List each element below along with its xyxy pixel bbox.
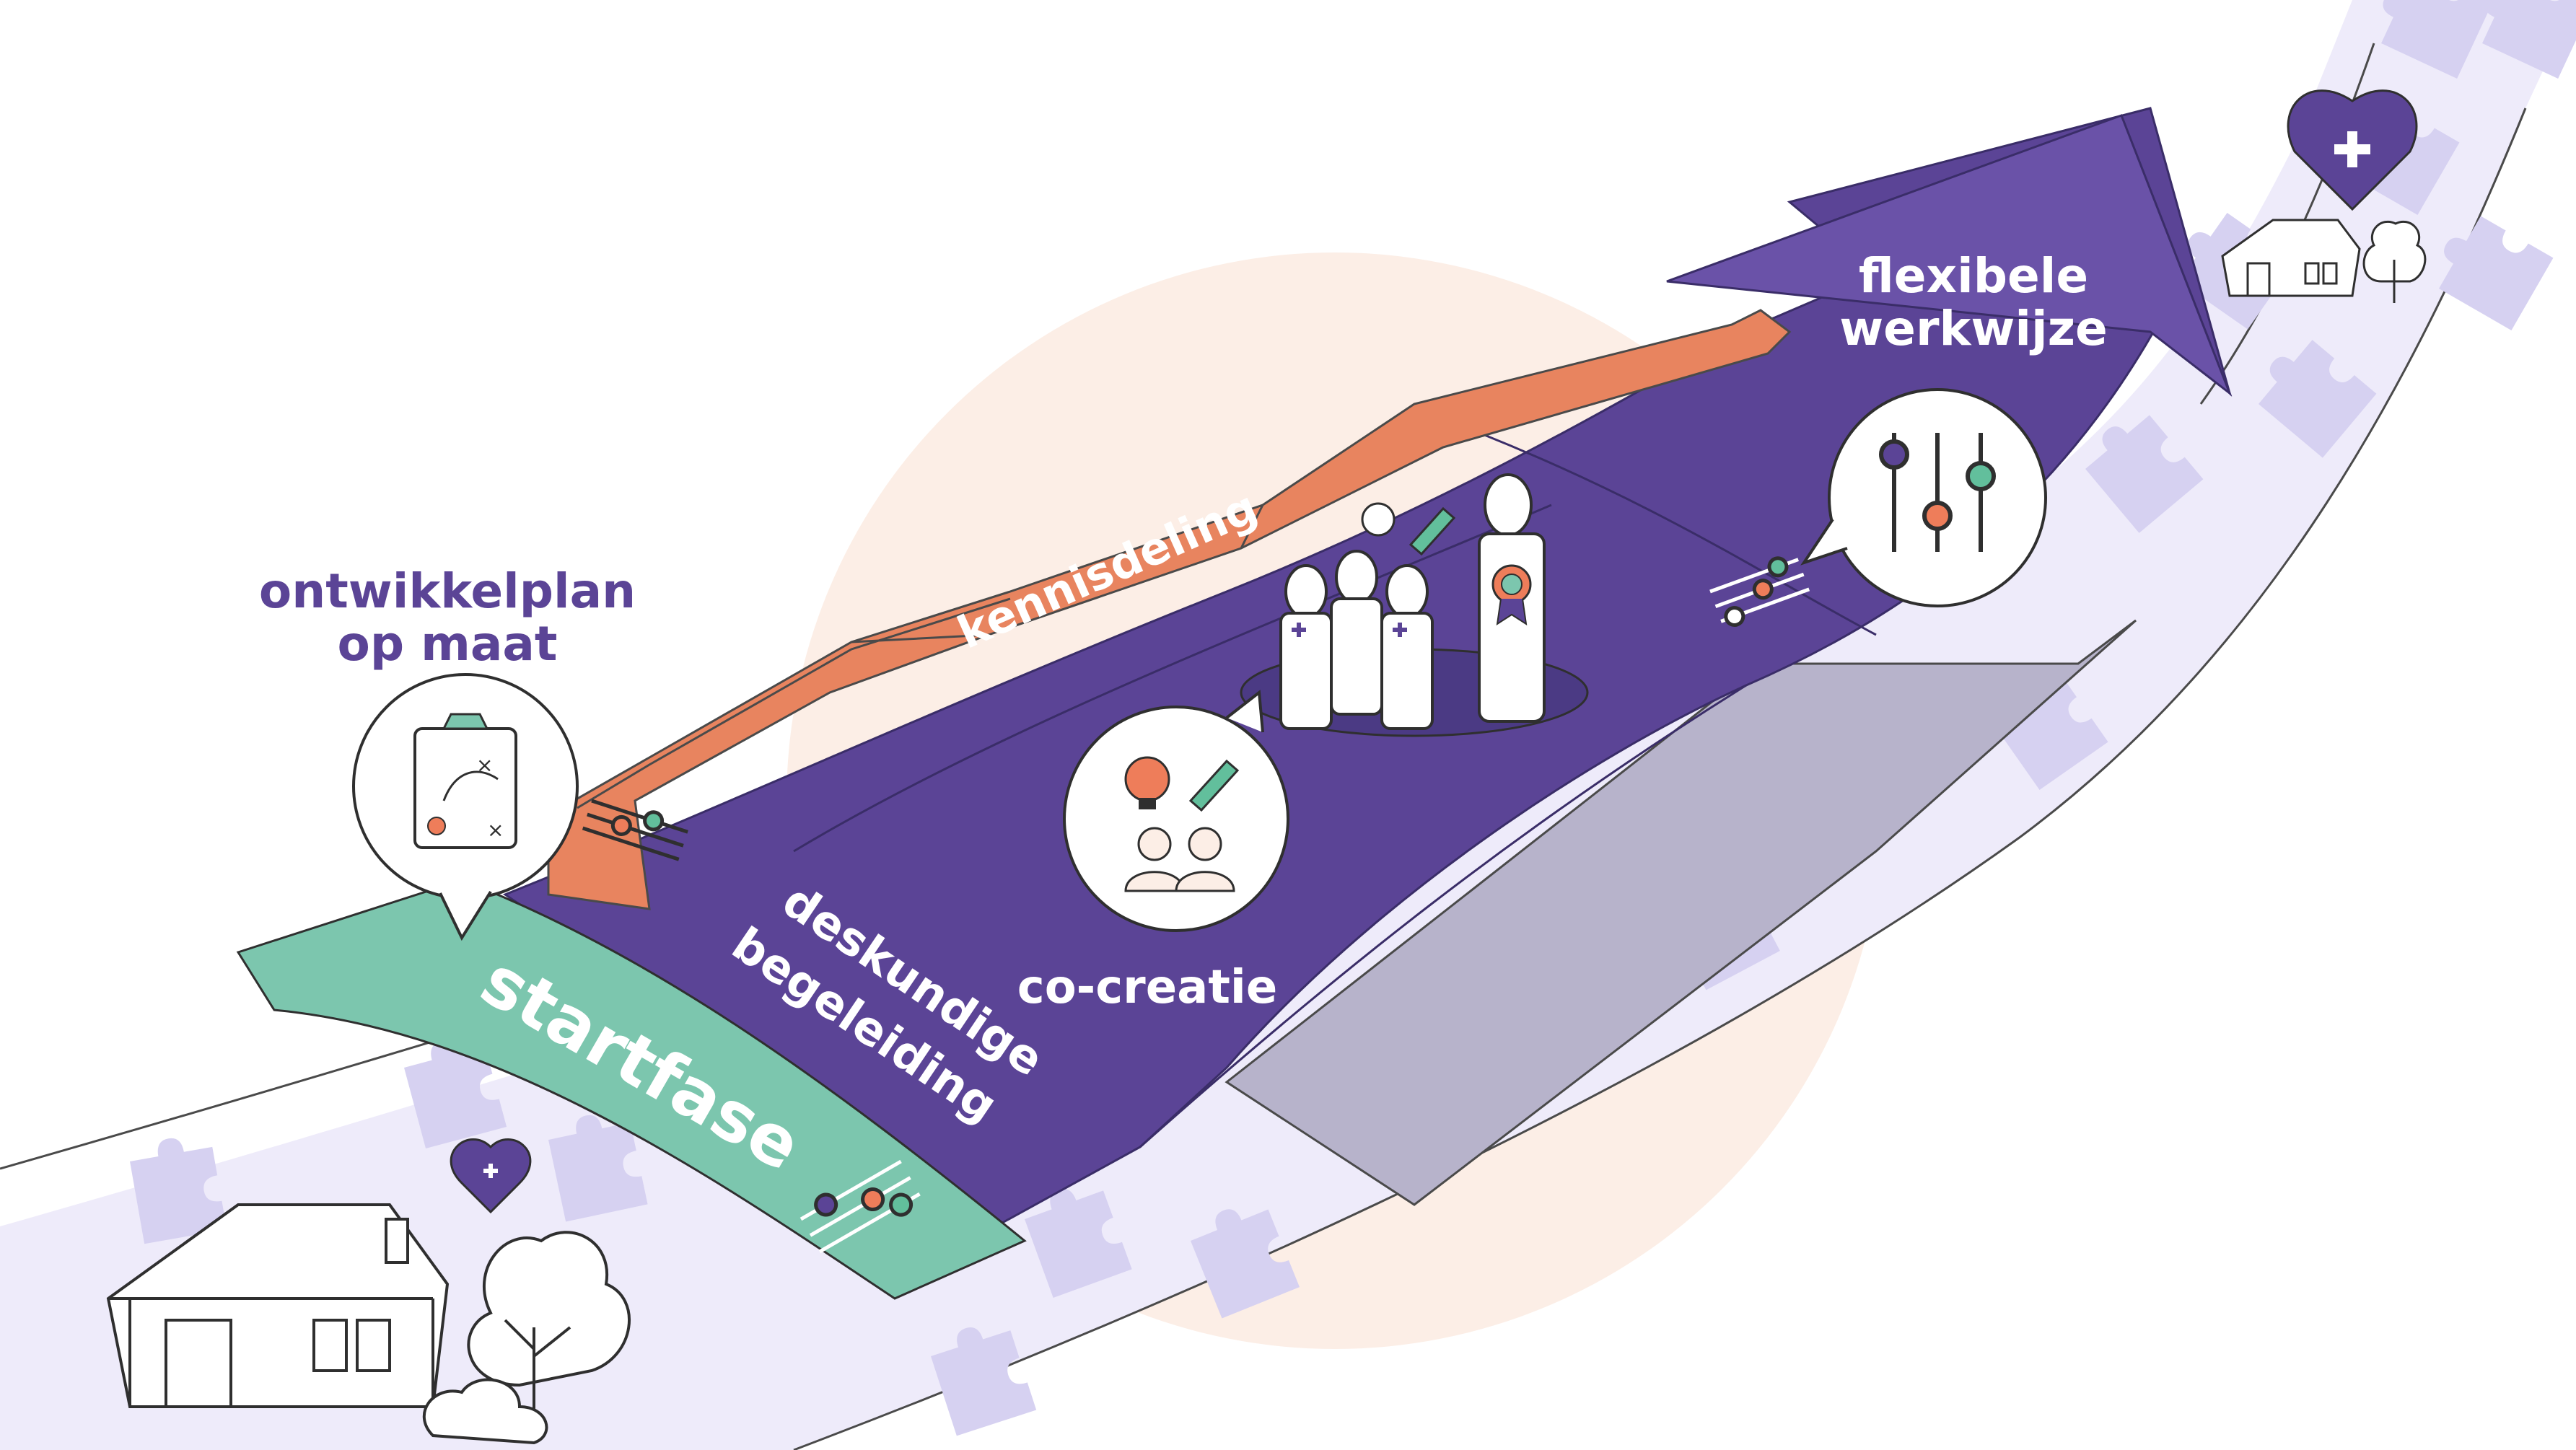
- tree-icon: [2362, 220, 2427, 303]
- label-werkwijze: werkwijze: [1839, 301, 2108, 356]
- svg-text:×: ×: [487, 818, 504, 842]
- co-creatie-bubble: [1063, 690, 1289, 932]
- label-ontwikkelplan: ontwikkelplan: [259, 563, 636, 619]
- flexibele-bubble: [1800, 388, 2047, 607]
- pencil-icon: [1188, 759, 1240, 812]
- house-icon: [2221, 219, 2361, 297]
- svg-text:×: ×: [476, 753, 493, 777]
- lightbulb-icon: [1124, 756, 1170, 809]
- people-icon: [1124, 827, 1235, 892]
- label-flexibele: flexibele: [1859, 248, 2088, 304]
- award-ribbon-icon: [1491, 564, 1532, 626]
- label-op-maat: op maat: [338, 616, 558, 672]
- sliders-icon: [1879, 433, 1996, 552]
- lightbulb-icon: [1361, 502, 1396, 537]
- house-icon: [106, 1203, 450, 1408]
- heart-plus-icon: [2287, 89, 2418, 211]
- sliders-icon: [1709, 556, 1810, 628]
- pencil-icon: [1409, 506, 1456, 556]
- heart-plus-icon: [450, 1138, 532, 1214]
- label-co-creatie: co-creatie: [1017, 961, 1278, 1014]
- tree-icon: [422, 1231, 631, 1445]
- clipboard-bubble: × ×: [352, 673, 579, 941]
- sliders-icon: [799, 1159, 921, 1254]
- arrow-head: [1666, 114, 2233, 397]
- team-group: [1240, 473, 1589, 737]
- orange-strip: [547, 309, 1792, 910]
- sliders-icon: [582, 799, 688, 861]
- clipboard-strategy-icon: × ×: [413, 713, 517, 849]
